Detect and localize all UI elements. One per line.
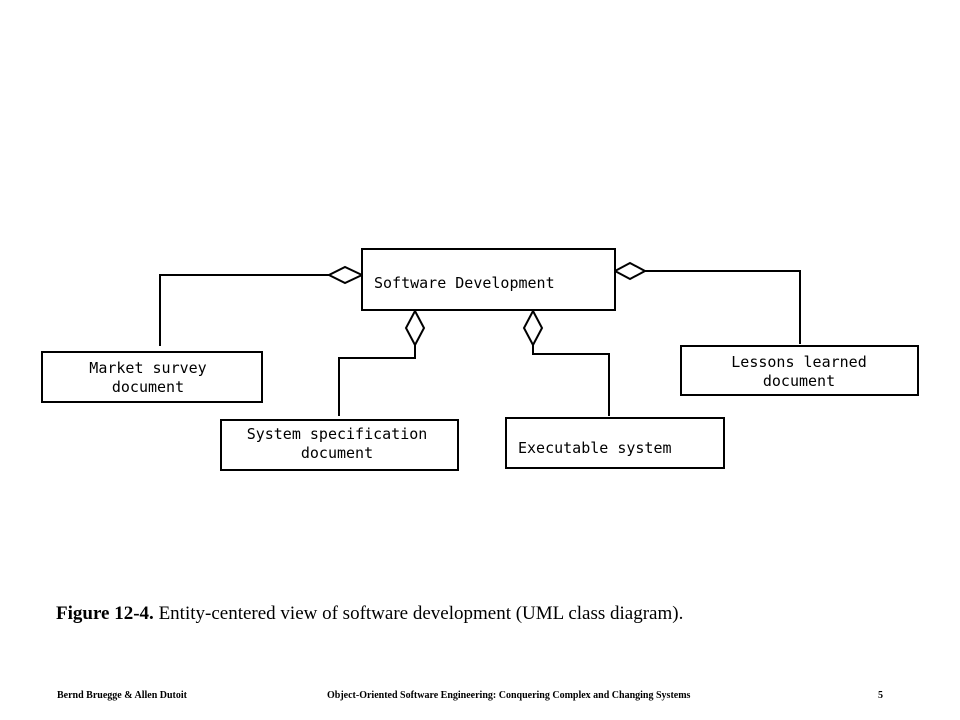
class-system-specification-line2: document — [301, 444, 373, 462]
footer-authors: Bernd Bruegge & Allen Dutoit — [57, 690, 187, 701]
figure-label: Figure 12-4. — [56, 603, 154, 624]
class-market-survey-line2: document — [112, 378, 184, 396]
aggregation-diamond-market-survey — [326, 265, 365, 285]
class-box-lessons-learned — [680, 345, 919, 396]
class-system-specification-line1: System specification — [247, 425, 428, 443]
figure-caption-text: Entity-centered view of software develop… — [153, 603, 684, 624]
class-box-executable-system — [505, 417, 725, 469]
association-market-survey — [159, 274, 329, 346]
aggregation-diamond-system-specification — [404, 308, 426, 348]
aggregation-diamond-lessons-learned — [612, 261, 648, 281]
association-executable-system — [532, 345, 610, 416]
figure-caption: Figure 12-4. Entity-centered view of sof… — [56, 603, 683, 625]
association-lessons-learned — [645, 270, 801, 344]
class-box-software-development — [361, 248, 616, 311]
class-lessons-learned-line2: document — [763, 372, 835, 390]
aggregation-diamond-executable-system — [522, 308, 544, 348]
association-system-specification — [338, 345, 416, 416]
class-market-survey-line1: Market survey — [89, 359, 206, 377]
association-lines — [159, 270, 801, 416]
class-software-development: Software Development — [374, 274, 555, 292]
class-executable-system: Executable system — [518, 439, 672, 457]
footer-book-title: Object-Oriented Software Engineering: Co… — [327, 690, 691, 701]
class-box-system-specification — [220, 419, 459, 471]
footer-page-number: 5 — [878, 690, 883, 701]
class-box-market-survey — [41, 351, 263, 403]
class-lessons-learned-line1: Lessons learned — [731, 353, 866, 371]
